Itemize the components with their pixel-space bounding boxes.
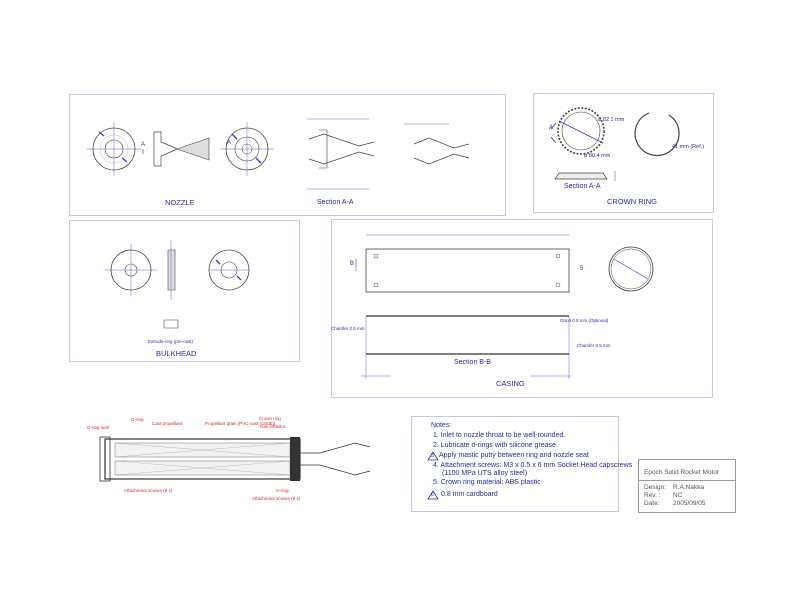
nozzle-section-title: Section A-A	[317, 199, 354, 206]
casing-end-view	[608, 246, 654, 292]
casing-dim-chamfer-right: Chamfer 0.5 mm	[577, 343, 611, 348]
casing-dim-grind: Grind 0.5 mm (Optional)	[560, 318, 609, 323]
nozzle-section-aa	[308, 133, 375, 165]
note-5: 5. Crown ring material: ABS plastic	[433, 479, 541, 486]
note-3-marker	[427, 451, 439, 463]
note-3-num: 3	[431, 453, 434, 459]
assembly-drawing	[99, 436, 371, 482]
callout-oring-left: O-ring	[131, 417, 144, 422]
note-2: 2. Lubricate o-rings with silicone greas…	[433, 442, 558, 449]
callout-screws-right: Attachment screws (8 x)	[252, 496, 301, 501]
bulkhead-note: Extrude-ring (pre-cast)	[148, 339, 194, 344]
date-label: Date:	[644, 500, 660, 507]
svg-text:A: A	[141, 142, 145, 148]
callout-crown-ring: Crown ring	[259, 416, 281, 421]
crown-ring-drawing: A	[549, 107, 680, 181]
note-6: 0.8 mm cardboard	[441, 491, 498, 498]
crown-ring-dim-outer: ø 82.1 mm	[598, 117, 625, 123]
casing-section-title: Section B-B	[454, 359, 491, 366]
bulkhead-drawing	[105, 240, 250, 329]
callout-cast-propellant: Cast propellant	[152, 421, 183, 426]
rev-label: Rev. :	[644, 492, 661, 499]
callout-screws-left: Attachment screws (8 x)	[124, 488, 173, 493]
bulkhead-panel	[69, 220, 300, 362]
casing-title: CASING	[496, 379, 525, 388]
casing-drawing	[355, 234, 654, 379]
note-3: Apply mastic putty between ring and nozz…	[439, 452, 589, 459]
callout-gas-inhibitor: Gas inhibitor	[260, 424, 286, 429]
note-4b: (1100 MPa UTS alloy steel)	[442, 470, 528, 477]
nozzle-title: NOZZLE	[165, 198, 195, 207]
casing-dim-chamfer-left: Chamfer 0.5 mm	[331, 326, 365, 331]
note-6-marker	[427, 490, 439, 502]
note-6-num: 6	[431, 492, 434, 498]
casing-mark-5: 5	[580, 266, 584, 272]
nozzle-side-profile	[153, 131, 178, 167]
assembly-nozzle	[300, 442, 371, 476]
design-value: R.A.Nakka	[673, 484, 705, 491]
crown-ring-outer	[557, 107, 605, 155]
crown-ring-split	[634, 112, 680, 157]
nozzle-panel	[69, 94, 506, 216]
bulkhead-end	[99, 436, 111, 482]
note-4: 4. Attachment screws: M3 x 0.5 x 6 mm So…	[433, 462, 633, 469]
callout-oring-right: O-ring	[276, 488, 289, 493]
title-block-title: Epoch Solid Rocket Motor	[644, 469, 720, 476]
crown-ring-section-title: Section A-A	[564, 183, 601, 190]
notes-box: Notes: 1. Inlet to nozzle throat to be w…	[411, 416, 632, 512]
nozzle-drawing: A A	[87, 118, 470, 190]
callout-oring-seal: O-ring seal	[87, 425, 110, 430]
bulkhead-title: BULKHEAD	[156, 349, 197, 358]
crown-ring-dim-side: 41 mm (Ref.)	[672, 144, 705, 150]
callout-propellant-grain: Propellant grain (PVC-cast (cardb))	[205, 421, 276, 426]
svg-text:A: A	[227, 140, 231, 146]
svg-text:A: A	[549, 125, 553, 131]
date-value: 2005/09/05	[673, 500, 706, 507]
crown-ring-panel	[533, 93, 714, 213]
design-label: Design:	[644, 484, 667, 491]
casing-tube-side-view	[365, 248, 570, 293]
casing-label-b: B	[350, 261, 355, 267]
bulkhead-side-profile	[167, 249, 176, 291]
crown-ring-dim-inner: ø 80.4 mm	[584, 153, 611, 159]
notes-title: Notes:	[431, 422, 452, 429]
rev-value: NC	[673, 492, 683, 499]
crown-ring-title: CROWN RING	[607, 197, 657, 206]
note-1: 1. Inlet to nozzle throat to be well-rou…	[433, 432, 566, 439]
title-block: Epoch Solid Rocket Motor Design: R.A.Nak…	[638, 459, 736, 513]
